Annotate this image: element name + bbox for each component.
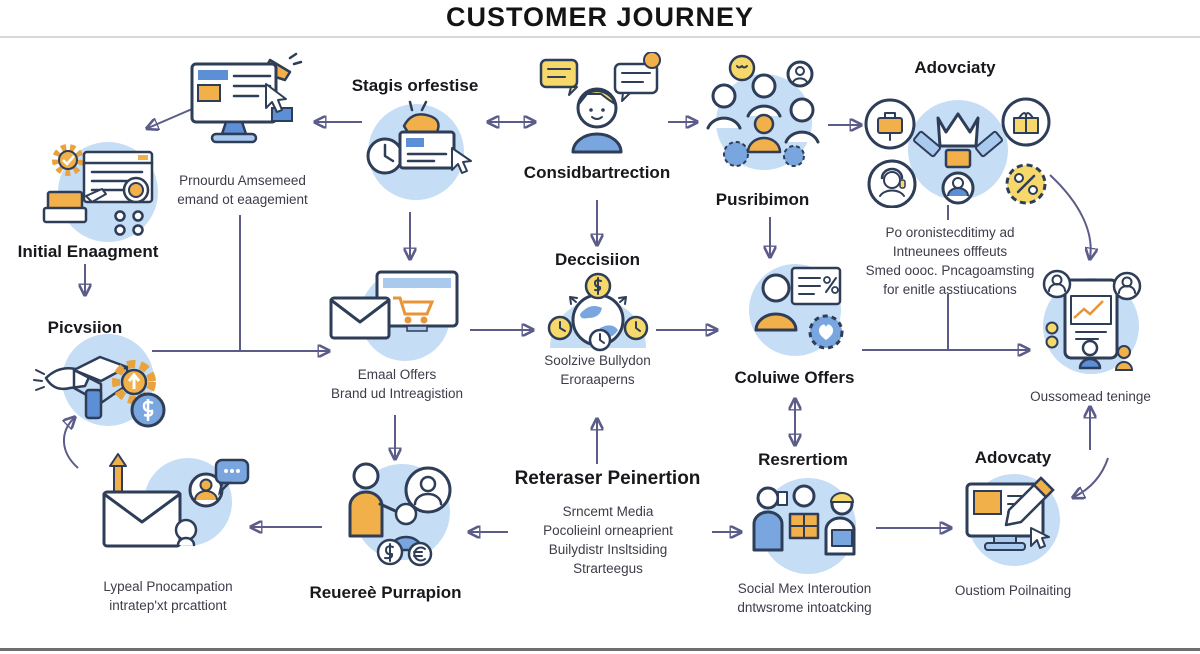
advocacy-top-icon	[858, 80, 1058, 208]
decision-label: Deccisiion	[554, 250, 641, 269]
stages-label: Stagis orfestise	[351, 76, 479, 95]
retention-label: Reteraser Peinertion	[514, 468, 701, 489]
email-offers-icon	[325, 266, 467, 364]
advocacy-bottom-caption: Oustiom Poilnaiting	[954, 583, 1072, 598]
stages-icon	[352, 96, 484, 204]
product-assessment-icon	[178, 52, 306, 170]
page-title: CUSTOMER JOURNEY	[445, 2, 755, 32]
decision-caption: Soolzive Bullydon Eroraaperns	[544, 353, 651, 387]
retention-caption: Srncemt Media Pocolieinl orneaprient Bui…	[543, 504, 673, 576]
product-assessment-caption: Prnourdu Amsemeed emand ot eaagemient	[177, 173, 308, 207]
advocacy-bottom-label: Adovcaty	[974, 448, 1052, 467]
resrertiom-caption: Social Mex Interoution dntwsrome intoatc…	[737, 581, 872, 615]
coluive-offers-label: Coluiwe Offers	[734, 368, 855, 387]
provision-icon	[28, 334, 180, 428]
initial-engagement-label: Initial Enaagment	[17, 242, 159, 261]
consideration-icon	[535, 52, 667, 158]
loyal-campaign-caption: Lypeal Pnocampation intratep'xt prcattio…	[103, 579, 233, 613]
provision-label: Picvsiion	[47, 318, 123, 337]
referral-label: Reuereè Purrapion	[309, 583, 462, 602]
oussomead-icon	[1032, 264, 1150, 386]
email-offers-caption: Emaal Offers Brand ud Intreagistion	[330, 367, 464, 401]
advocacy-bottom-icon	[955, 470, 1073, 572]
loyal-campaign-icon	[88, 452, 250, 570]
pusribimon-icon	[698, 52, 830, 184]
resrertiom-label: Resrertiom	[758, 450, 848, 469]
initial-engagement-icon	[30, 136, 175, 244]
oussomead-caption: Oussomead teninge	[1030, 389, 1151, 404]
consideration-label: Considbartrection	[523, 163, 671, 182]
decision-icon	[540, 270, 656, 352]
top-divider	[0, 36, 1200, 38]
resrertiom-icon	[738, 472, 880, 580]
referral-icon	[322, 456, 464, 574]
pusribimon-label: Pusribimon	[715, 190, 810, 209]
bottom-divider	[0, 648, 1200, 651]
advocacy-top-caption: Po oronistecditimy ad Intneunees offfeut…	[865, 225, 1035, 297]
coluive-offers-icon	[732, 260, 858, 362]
advocacy-top-label: Adovciaty	[914, 58, 996, 77]
